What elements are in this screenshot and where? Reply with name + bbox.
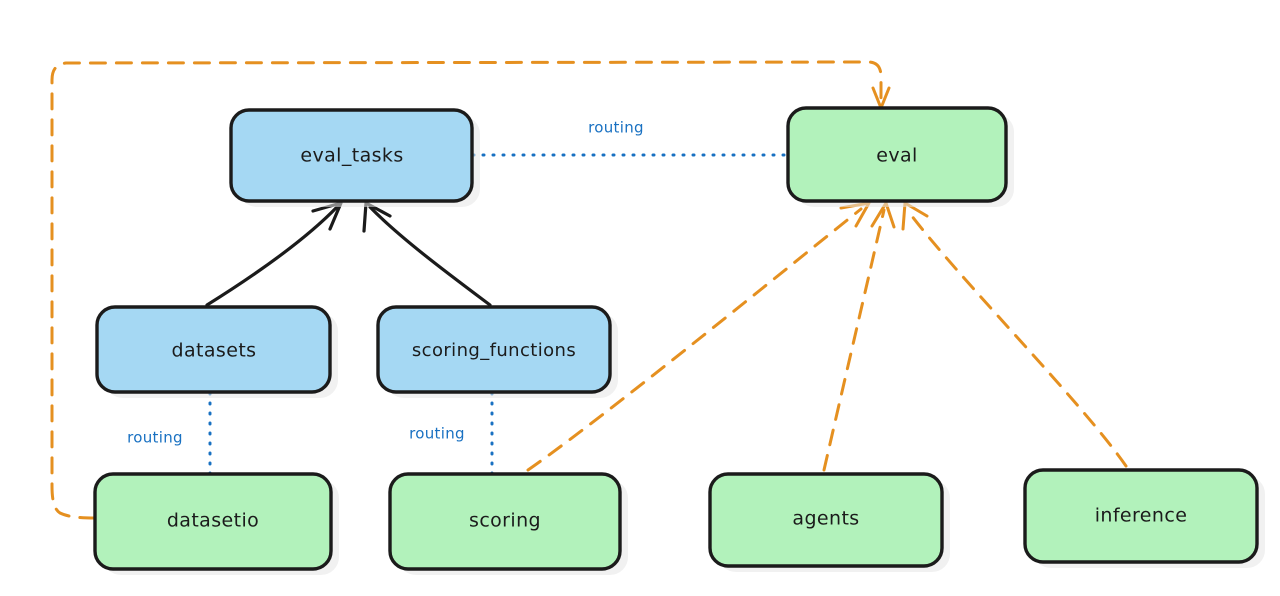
node-agents-label: agents — [792, 508, 859, 530]
edge-inference-eval — [901, 201, 1128, 468]
edge-label-routing-eval-tasks: routing — [588, 119, 644, 137]
node-datasetio-box[interactable] — [93, 472, 333, 571]
edge-datasets-eval_tasks — [205, 201, 343, 307]
node-inference[interactable]: inference — [1023, 468, 1265, 568]
edge-label-layer: routing routing routing — [127, 119, 644, 447]
edge-label-routing-datasets: routing — [127, 429, 183, 447]
node-datasets-box[interactable] — [95, 305, 332, 394]
edge-scoring_functions-eval_tasks — [362, 201, 492, 307]
node-datasets-label: datasets — [172, 340, 257, 362]
node-agents[interactable]: agents — [708, 472, 950, 572]
node-scoring-label: scoring — [469, 510, 541, 532]
edge-label-routing-scoring-functions: routing — [409, 425, 465, 443]
node-eval_tasks-box[interactable] — [229, 108, 474, 203]
node-datasets[interactable]: datasets — [95, 305, 338, 398]
node-eval[interactable]: eval — [786, 106, 1014, 207]
node-scoring_functions-label: scoring_functions — [412, 340, 576, 361]
node-eval-box[interactable] — [786, 106, 1008, 203]
edge-layer — [50, 60, 1128, 520]
node-agents-box[interactable] — [708, 472, 944, 568]
node-inference-label: inference — [1095, 505, 1188, 527]
node-eval-label: eval — [876, 145, 917, 167]
node-datasetio-label: datasetio — [167, 510, 259, 532]
node-inference-box[interactable] — [1023, 468, 1259, 564]
node-scoring[interactable]: scoring — [388, 472, 628, 575]
node-scoring_functions[interactable]: scoring_functions — [376, 305, 618, 398]
edge-agents-eval — [822, 201, 896, 472]
node-eval_tasks-label: eval_tasks — [300, 145, 403, 167]
node-scoring_functions-box[interactable] — [376, 305, 612, 394]
node-datasetio[interactable]: datasetio — [93, 472, 339, 575]
node-eval_tasks[interactable]: eval_tasks — [229, 108, 480, 207]
node-scoring-box[interactable] — [388, 472, 622, 571]
